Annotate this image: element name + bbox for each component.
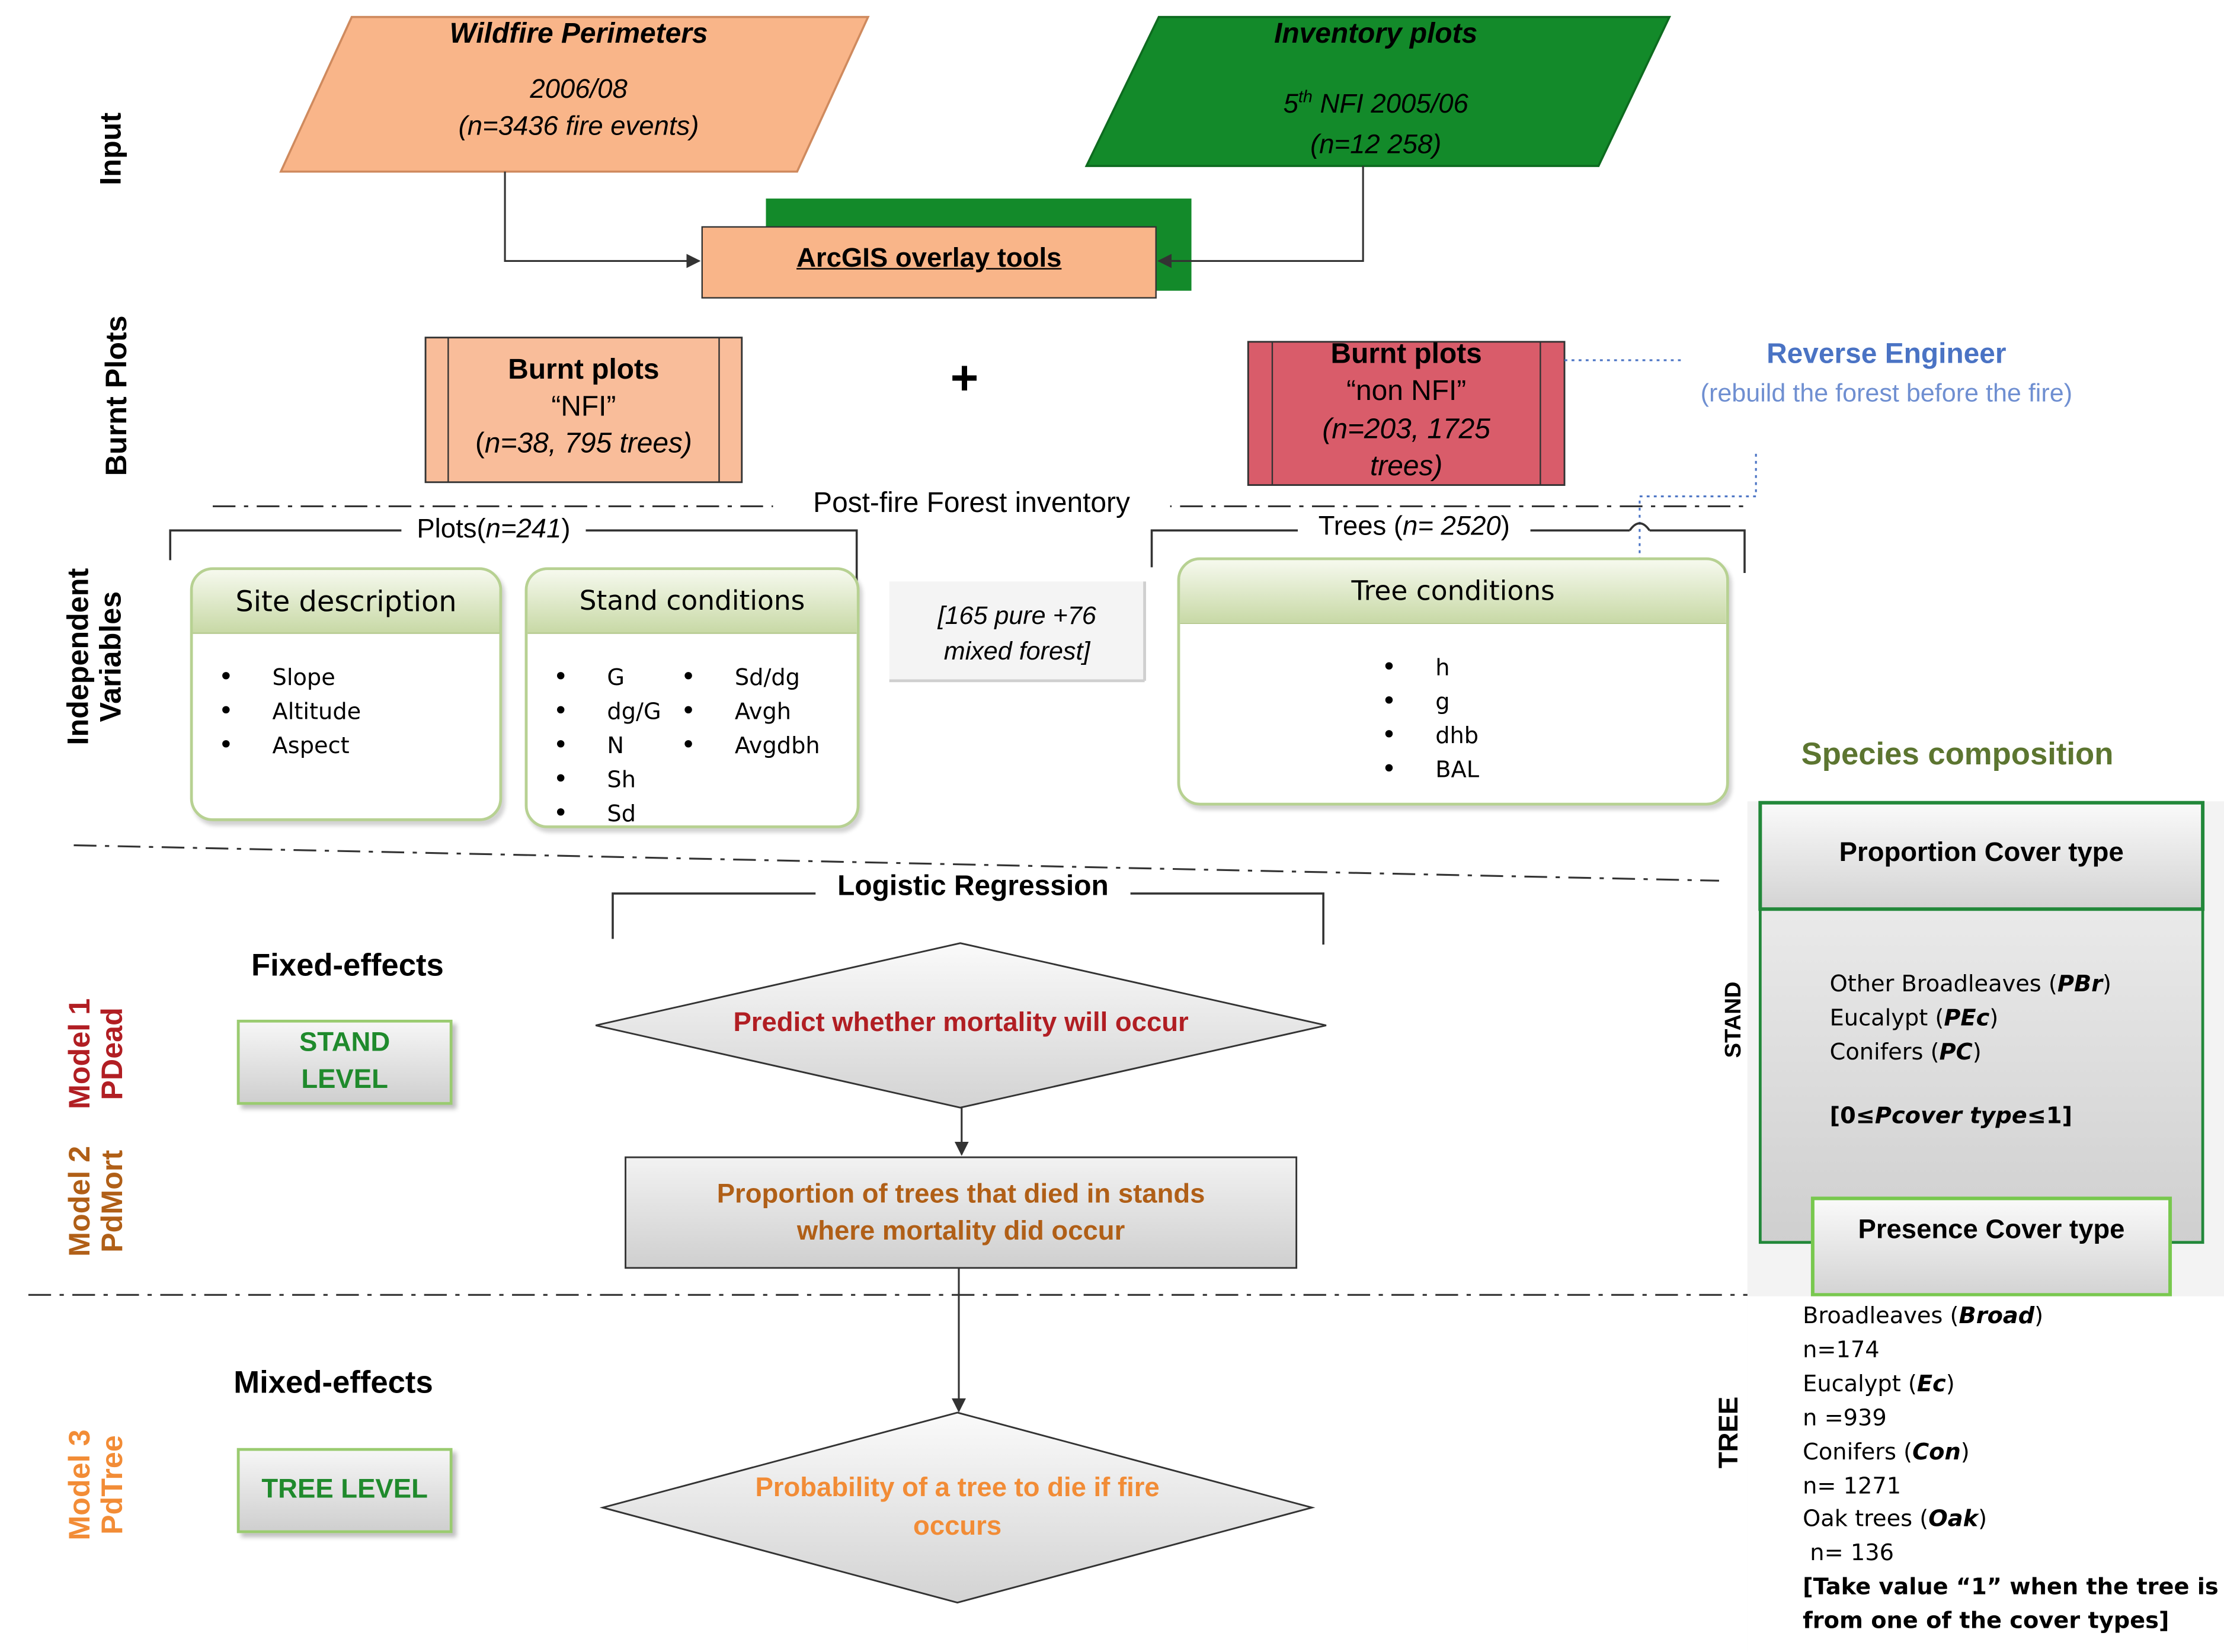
trees-bracket	[1150, 529, 1301, 568]
arcgis-tool-label: ArcGIS overlay tools	[796, 244, 1062, 274]
model1-decision-text: Predict whether mortality will occur	[733, 1008, 1189, 1039]
plus-sign: +	[950, 351, 979, 406]
proportion-cover-title: Proportion Cover type	[1839, 838, 2124, 868]
reverse-engineer-arrow	[1631, 453, 1757, 587]
model2-box	[625, 1156, 1298, 1269]
inventory-count: (n=12 258)	[1310, 130, 1442, 161]
site-description-card: Site description Slope Altitude Aspect	[190, 567, 503, 821]
inventory-plots-shape	[1084, 15, 1671, 167]
wildfire-to-arcgis-connector	[504, 171, 701, 268]
model3-decision-diamond	[599, 1411, 1316, 1604]
tree-level-box: TREE LEVEL	[236, 1448, 453, 1533]
species-composition-title: Species composition	[1801, 736, 2114, 772]
wildfire-years: 2006/08	[530, 75, 628, 105]
arcgis-box	[701, 226, 1157, 299]
presence-count: n =939	[1803, 1404, 1887, 1432]
divider-models	[73, 844, 1719, 882]
proportion-item: Eucalypt (PEc)	[1829, 1004, 1999, 1032]
fixed-effects-label: Fixed-effects	[251, 947, 444, 983]
stand-conditions-col2: Sd/dg Avgh Avgdbh	[681, 661, 820, 763]
stand-item: Sh	[553, 763, 661, 797]
presence-note-1: [Take value “1” when the tree is	[1803, 1573, 2219, 1600]
tree-conditions-title: Tree conditions	[1180, 560, 1726, 625]
presence-cover-title: Presence Cover type	[1858, 1215, 2125, 1246]
section-label-input: Input	[95, 112, 128, 185]
presence-count: n=174	[1803, 1336, 1880, 1363]
plots-count-label: Plots(n=241)	[401, 514, 586, 546]
tree-item: BAL	[1381, 753, 1479, 787]
presence-count: n= 1271	[1803, 1472, 1902, 1499]
logistic-regression-label: Logistic Regression	[815, 870, 1131, 904]
presence-title-box	[1810, 1196, 2172, 1297]
burnt-nfi-box	[424, 337, 743, 484]
reverse-engineer-subtitle: (rebuild the forest before the fire)	[1700, 379, 2073, 407]
inventory-to-arcgis-connector	[1157, 166, 1364, 268]
mixed-effects-label: Mixed-effects	[233, 1364, 433, 1400]
stand-item: Avgh	[681, 695, 820, 729]
proportion-range: [0≤Pcover type≤1]	[1829, 1102, 2073, 1129]
tree-conditions-list: h g dhb BAL	[1381, 651, 1479, 787]
mixed-forest-note: [165 pure +76 mixed forest]	[937, 601, 1096, 666]
proportion-item: Conifers (PC)	[1829, 1038, 1982, 1065]
burnt-non-nfi-box	[1247, 341, 1566, 486]
proportion-item: Other Broadleaves (PBr)	[1829, 970, 2111, 997]
stand-conditions-col1: G dg/G N Sh Sd	[553, 661, 661, 831]
section-label-burnt-plots: Burnt Plots	[100, 315, 133, 476]
tree-side-label: TREE	[1714, 1396, 1745, 1469]
site-item: Altitude	[219, 695, 361, 729]
section-label-variables: Variables	[95, 591, 128, 722]
presence-item: Oak trees (Oak)	[1803, 1504, 1988, 1532]
model2-box-text: Proportion of trees that died in stands …	[716, 1180, 1205, 1247]
presence-item: Eucalypt (Ec)	[1803, 1370, 1955, 1397]
burnt-nfi-title: Burnt plots	[508, 354, 660, 386]
wildfire-perimeters-shape	[279, 15, 870, 173]
stand-item: N	[553, 729, 661, 763]
presence-item: Conifers (Con)	[1803, 1438, 1970, 1465]
model1-decision-diamond	[595, 942, 1327, 1109]
wildfire-count: (n=3436 fire events)	[458, 112, 699, 142]
site-description-list: Slope Altitude Aspect	[219, 661, 361, 763]
presence-item: Broadleaves (Broad)	[1803, 1302, 2044, 1329]
burnt-nfi-detail: (n=38, 795 trees)	[475, 428, 692, 460]
burnt-non-nfi-title: Burnt plots	[1330, 339, 1482, 370]
burnt-non-nfi-detail-1: (n=203, 1725	[1322, 414, 1490, 446]
stand-item: G	[553, 661, 661, 694]
presence-count: n= 136	[1803, 1538, 1894, 1566]
tree-conditions-card: Tree conditions h g dhb BAL	[1177, 557, 1729, 806]
inventory-nfi: 5th NFI 2005/06	[1283, 87, 1468, 120]
site-description-title: Site description	[193, 570, 500, 634]
wildfire-title: Wildfire Perimeters	[449, 18, 708, 50]
plots-bracket	[169, 529, 405, 561]
tree-item: dhb	[1381, 719, 1479, 753]
stand-conditions-card: Stand conditions G dg/G N Sh Sd Sd/dg Av…	[524, 567, 860, 831]
trees-count-label: Trees (n= 2520)	[1298, 512, 1531, 543]
logistic-regression-bracket	[612, 892, 823, 939]
post-fire-inventory-label: Post-fire Forest inventory	[773, 488, 1170, 521]
inventory-title: Inventory plots	[1274, 18, 1478, 50]
stand-item: Avgdbh	[681, 729, 820, 763]
tree-item: h	[1381, 651, 1479, 685]
burnt-non-nfi-detail-2: trees)	[1369, 451, 1443, 482]
section-label-independent: Independent	[62, 568, 95, 745]
site-item: Aspect	[219, 729, 361, 763]
mixed-forest-note-bg	[889, 581, 1145, 681]
stand-item: dg/G	[553, 695, 661, 729]
stand-item: Sd	[553, 797, 661, 831]
tree-item: g	[1381, 685, 1479, 719]
stand-conditions-title: Stand conditions	[527, 570, 857, 634]
burnt-non-nfi-sub: “non NFI”	[1346, 376, 1467, 407]
stand-side-label: STAND	[1721, 981, 1746, 1058]
reverse-engineer-title: Reverse Engineer	[1767, 339, 2007, 370]
stand-item: Sd/dg	[681, 661, 820, 694]
burnt-nfi-sub: “NFI”	[551, 391, 616, 423]
site-item: Slope	[219, 661, 361, 694]
model3-decision-text: Probability of a tree to die if fire occ…	[755, 1473, 1160, 1541]
presence-note-2: from one of the cover types]	[1803, 1606, 2169, 1634]
